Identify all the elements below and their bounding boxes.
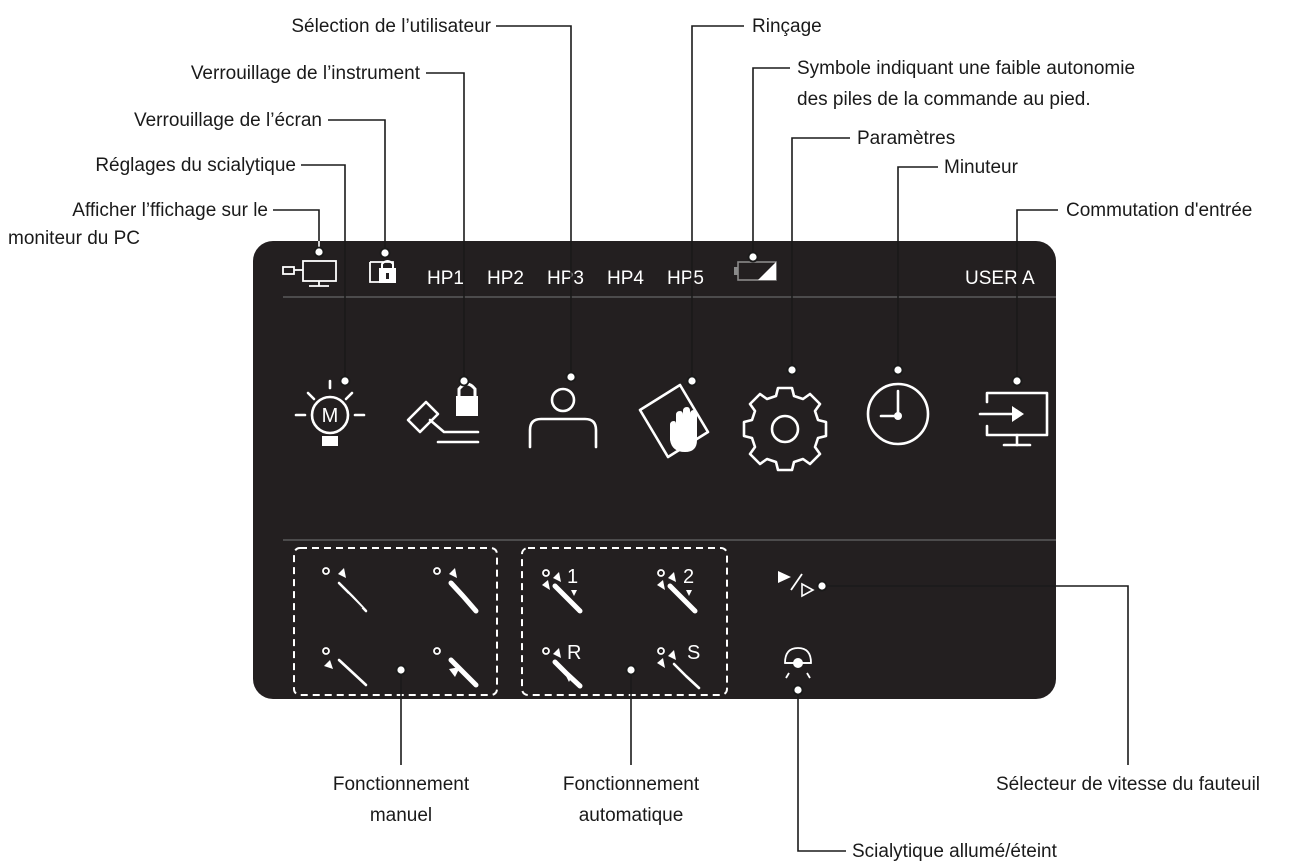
- pc-monitor-icon[interactable]: [282, 260, 337, 287]
- leader-dot: [686, 375, 698, 387]
- hp2-label[interactable]: HP2: [487, 268, 524, 289]
- user-select-icon[interactable]: [528, 387, 598, 449]
- auto-chair-r-icon[interactable]: R: [542, 642, 583, 689]
- callout-battery-2: des piles de la commande au pied.: [797, 89, 1091, 110]
- instrument-lock-icon[interactable]: [406, 382, 480, 444]
- leader-dot: [625, 664, 637, 676]
- leader-dot: [892, 364, 904, 376]
- leader-dot: [816, 580, 828, 592]
- callout-pc-display-2: moniteur du PC: [8, 228, 140, 249]
- low-battery-icon: [734, 261, 777, 281]
- callout-battery-1: Symbole indiquant une faible autonomie: [797, 58, 1135, 79]
- operating-light-toggle-icon[interactable]: [784, 647, 812, 679]
- auto-chair-1-icon[interactable]: 1: [542, 566, 583, 614]
- rinse-icon[interactable]: [638, 383, 710, 459]
- auto-chair-2-icon[interactable]: 2: [657, 566, 698, 614]
- callout-user-select: Sélection de l’utilisateur: [291, 16, 491, 37]
- manual-group-box: [293, 547, 498, 696]
- auto-label-s: S: [687, 642, 700, 664]
- leader-dot: [1011, 375, 1023, 387]
- callout-instrument-lock: Verrouillage de l’instrument: [191, 63, 421, 84]
- callout-pc-display-1: Afficher l’ffichage sur le: [72, 200, 268, 221]
- manual-chair-4-icon[interactable]: [433, 647, 479, 688]
- manual-chair-2-icon[interactable]: [433, 567, 479, 614]
- callout-auto-1: Fonctionnement: [563, 774, 700, 795]
- manual-chair-1-icon[interactable]: [322, 567, 368, 613]
- callout-timer: Minuteur: [944, 157, 1019, 178]
- control-panel-screen: [253, 241, 1056, 699]
- auto-label-r: R: [567, 642, 581, 664]
- leader-dot: [786, 364, 798, 376]
- chair-speed-selector-icon[interactable]: [778, 571, 815, 598]
- panel-notch: [853, 699, 1063, 709]
- timer-clock-icon[interactable]: [866, 382, 930, 446]
- callout-rinse: Rinçage: [752, 16, 822, 37]
- auto-label-1: 1: [567, 566, 578, 588]
- leader-dot: [395, 664, 407, 676]
- callout-manual-1: Fonctionnement: [333, 774, 470, 795]
- callout-settings: Paramètres: [857, 128, 955, 149]
- leader-dot: [313, 246, 325, 258]
- callout-manual-2: manuel: [370, 805, 432, 826]
- screen-lock-icon[interactable]: [369, 260, 396, 283]
- leader-dot: [747, 251, 759, 263]
- auto-chair-s-icon[interactable]: S: [657, 642, 700, 690]
- auto-label-2: 2: [683, 566, 694, 588]
- callout-light-settings: Réglages du scialytique: [95, 155, 296, 176]
- hp1-label[interactable]: HP1: [427, 268, 464, 289]
- operating-light-settings-icon[interactable]: M: [294, 379, 366, 446]
- leader-dot: [565, 371, 577, 383]
- leader-dot: [339, 375, 351, 387]
- callout-input-switch: Commutation d'entrée: [1066, 200, 1252, 221]
- leader-dot: [379, 247, 391, 259]
- hp4-label[interactable]: HP4: [607, 268, 644, 289]
- hp5-label[interactable]: HP5: [667, 268, 704, 289]
- callout-screen-lock: Verrouillage de l’écran: [134, 110, 322, 131]
- manual-chair-3-icon[interactable]: [322, 647, 368, 687]
- settings-gear-icon[interactable]: [742, 386, 828, 472]
- svg-text:M: M: [322, 405, 339, 427]
- input-switch-icon[interactable]: [978, 391, 1049, 447]
- callout-auto-2: automatique: [579, 805, 684, 826]
- auto-group-box: [521, 547, 728, 696]
- callout-light-onoff: Scialytique allumé/éteint: [852, 841, 1058, 862]
- hp3-label[interactable]: HP3: [547, 268, 584, 289]
- leader-dot: [792, 684, 804, 696]
- callout-chair-speed: Sélecteur de vitesse du fauteuil: [996, 774, 1260, 795]
- leader-dot: [458, 375, 470, 387]
- user-label[interactable]: USER A: [965, 268, 1035, 289]
